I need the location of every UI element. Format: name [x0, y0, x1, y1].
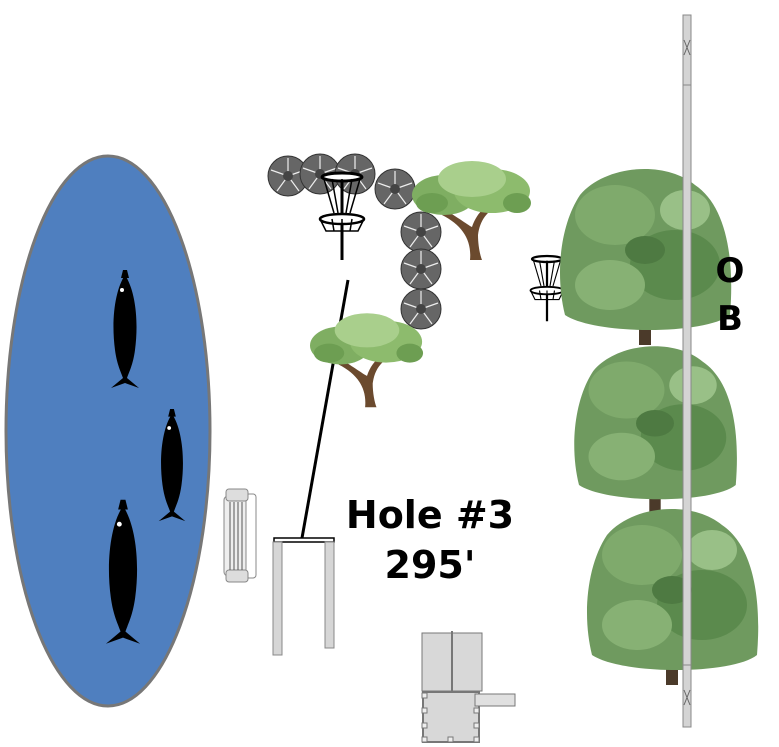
pond	[4, 154, 212, 708]
alt-basket-icon	[529, 254, 565, 323]
shrub-icon	[400, 288, 442, 330]
large-tree-icon	[587, 508, 759, 685]
ob-letter-o: O	[716, 251, 745, 291]
shrub-icon	[400, 248, 442, 290]
hole-title: Hole #3	[346, 493, 514, 537]
shrub-icon	[374, 168, 416, 210]
bench-icon	[223, 488, 257, 583]
fairway-line	[300, 279, 350, 539]
basket-icon	[318, 171, 366, 262]
large-tree-icon	[560, 168, 732, 345]
large-tree-icon	[574, 346, 737, 514]
ob-letter-b: B	[717, 299, 743, 339]
shrub-icon	[400, 211, 442, 253]
ob-line-pole	[682, 14, 692, 728]
hole-distance: 295'	[385, 543, 476, 587]
tee-pad	[272, 537, 335, 656]
building-icon	[421, 631, 516, 743]
